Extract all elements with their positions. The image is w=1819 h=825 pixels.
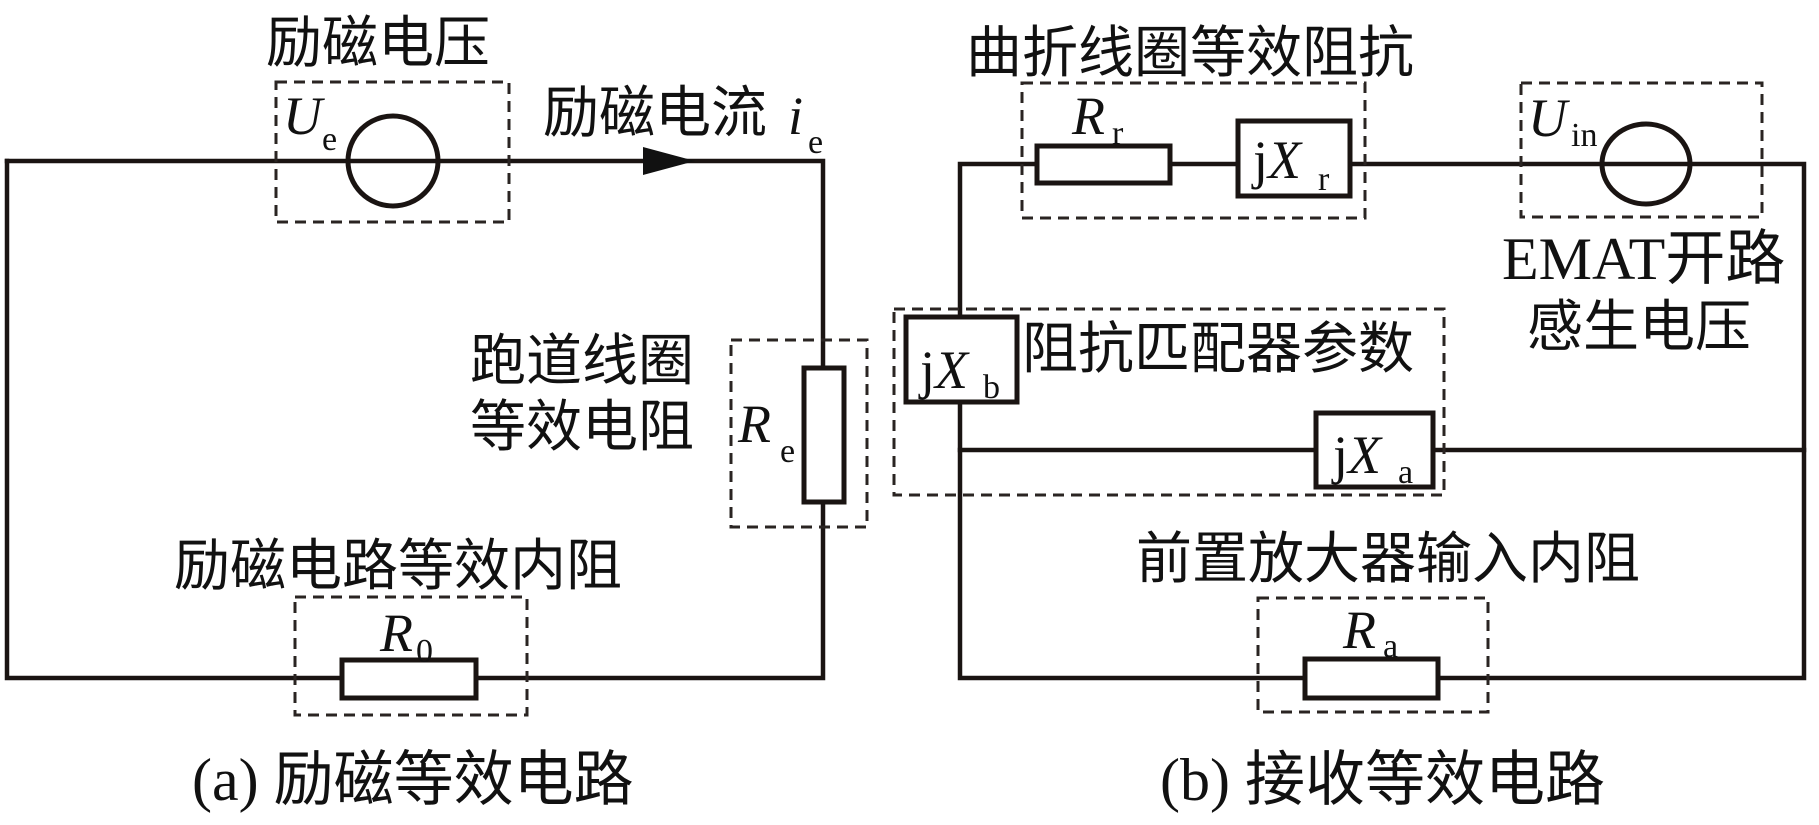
label-internal-resistance: 励磁电路等效内阻 <box>174 534 622 599</box>
label-excitation-current: 励磁电流 <box>543 81 767 146</box>
caption-panel-a: (a) 励磁等效电路 <box>192 747 634 813</box>
symbol-jxr: X <box>1266 130 1303 190</box>
label-preamp: 前置放大器输入内阻 <box>1136 527 1640 592</box>
subscript-ue: e <box>322 121 337 158</box>
subscript-uin: in <box>1571 117 1597 154</box>
label-emat-line2: 感生电压 <box>1527 295 1751 360</box>
symbol-jxa: X <box>1346 425 1383 485</box>
voltage-source-ue-icon <box>345 113 441 209</box>
matcher-group-box <box>892 307 1446 497</box>
panel-a-excitation-circuit: 励磁电压 U e 励磁电流 i e 跑道线圈 等效电阻 R e 励磁电路等效内阻… <box>4 11 869 813</box>
resistor-r0-icon <box>339 657 479 701</box>
subscript-ra: a <box>1383 628 1398 665</box>
wire-loop-a-right-lower <box>4 158 826 681</box>
prefix-jxr: j <box>1251 130 1268 190</box>
wire-top-b <box>957 161 1807 681</box>
subscript-re: e <box>780 433 795 470</box>
symbol-uin: U <box>1528 88 1570 148</box>
label-meander-coil: 曲折线圈等效阻抗 <box>966 21 1414 86</box>
prefix-jxa: j <box>1331 425 1348 485</box>
r0-group-box <box>293 595 529 717</box>
subscript-rr: r <box>1112 115 1124 152</box>
caption-panel-b: (b) 接收等效电路 <box>1160 747 1605 813</box>
symbol-ra: R <box>1342 600 1376 660</box>
symbol-ue: U <box>283 86 325 146</box>
subscript-jxb: b <box>983 369 1000 406</box>
ue-group-box <box>274 80 511 224</box>
subscript-jxa: a <box>1398 454 1413 491</box>
label-excitation-voltage: 励磁电压 <box>266 11 490 76</box>
subscript-jxr: r <box>1318 161 1330 198</box>
symbol-ie: i <box>788 86 803 146</box>
wire-loop-a <box>4 158 826 371</box>
reactance-jxa-box <box>1313 410 1436 490</box>
symbol-rr: R <box>1071 86 1105 146</box>
reactance-jxb-box <box>903 314 1020 405</box>
current-arrow-icon <box>643 147 695 175</box>
uin-group-box <box>1519 81 1764 219</box>
voltage-source-uin-icon <box>1599 121 1693 207</box>
label-racetrack-coil-line1: 跑道线圈 <box>470 329 694 394</box>
symbol-r0: R <box>379 603 413 663</box>
resistor-ra-icon <box>1302 656 1441 701</box>
resistor-rr-icon <box>1034 143 1173 186</box>
symbol-jxb: X <box>933 340 970 400</box>
label-racetrack-coil-line2: 等效电阻 <box>470 395 694 460</box>
reactance-jxr-box <box>1235 118 1353 199</box>
label-matcher: 阻抗匹配器参数 <box>1022 317 1414 382</box>
resistor-re-icon <box>801 365 847 505</box>
symbol-re: R <box>737 394 771 454</box>
subscript-r0: 0 <box>416 633 433 670</box>
meander-coil-group-box <box>1020 81 1367 220</box>
panel-b-receiving-circuit: 曲折线圈等效阻抗 R r j X r U in EMAT开路 感生电压 j X … <box>892 21 1807 813</box>
prefix-jxb: j <box>918 340 935 400</box>
subscript-ie: e <box>808 124 823 161</box>
ra-group-box <box>1256 596 1490 714</box>
label-emat-line1: EMAT开路 <box>1502 226 1785 292</box>
